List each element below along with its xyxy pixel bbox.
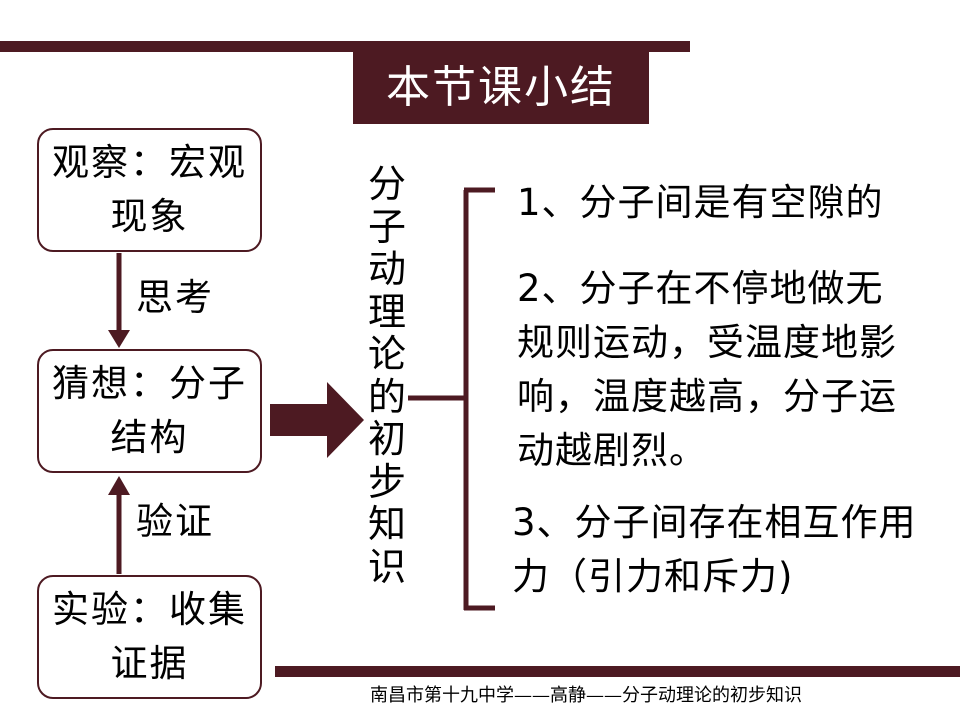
arrow-verify-head [108,476,130,495]
box-experiment: 实验：收集证据 [37,575,262,699]
point-1: 1、分子间是有空隙的 [517,181,884,224]
point-2: 2、分子在不停地做无规则运动，受温度地影响，温度越高，分子运动越剧烈。 [517,267,897,472]
edge-label-think: 思考 [136,276,214,319]
topic-vertical-title: 分子动理论的初步知识 [367,162,406,589]
bottom-rule [275,666,960,677]
edge-label-verify: 验证 [136,500,214,543]
box-guess: 猜想：分子结构 [37,349,262,473]
box-guess-label: 猜想：分子结构 [52,362,247,459]
box-observe-label: 观察：宏观现象 [52,141,247,238]
point-3: 3、分子间存在相互作用力（引力和斥力) [512,501,917,598]
arrow-think-head [108,330,130,348]
footer: 南昌市第十九中学——高静——分子动理论的初步知识 [370,685,802,706]
slide-title: 本节课小结 [353,52,649,124]
block-arrow [270,382,364,458]
top-rule [0,41,690,52]
box-observe: 观察：宏观现象 [37,128,262,252]
box-experiment-label: 实验：收集证据 [52,588,247,685]
